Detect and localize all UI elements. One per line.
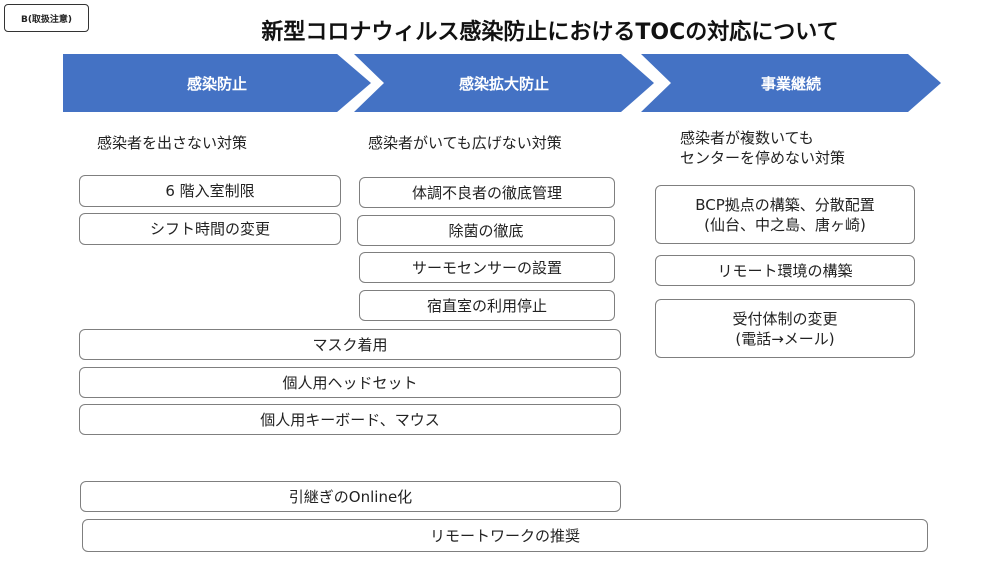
online-handover-box: 引継ぎのOnline化 [80,481,621,512]
measure-box: 宿直室の利用停止 [359,290,615,321]
arrow-spread-prevention: 感染拡大防止 [354,54,654,112]
measure-box: BCP拠点の構築、分散配置 (仙台、中之島、唐ヶ崎) [655,185,915,244]
column-subtitle: 感染者を出さない対策 [97,134,248,152]
confidential-tag: B(取扱注意) [4,4,89,32]
arrow-infection-prevention: 感染防止 [63,54,371,112]
measure-box: サーモセンサーの設置 [359,252,615,283]
measure-box: リモート環境の構築 [655,255,915,286]
shared-measure-box: 個人用キーボード、マウス [79,404,621,435]
measure-box: 受付体制の変更 (電話→メール) [655,299,915,358]
measure-box: 体調不良者の徹底管理 [359,177,615,208]
measure-box: 6 階入室制限 [79,175,341,207]
remote-work-box: リモートワークの推奨 [82,519,928,552]
page-title: 新型コロナウィルス感染防止におけるTOCの対応について [261,20,839,45]
arrow-label: 感染拡大防止 [458,74,549,93]
column-subtitle: 感染者がいても広げない対策 [368,134,562,152]
column-subtitle: 感染者が複数いても センターを停めない対策 [680,129,846,167]
arrow-business-continuity: 事業継続 [641,54,941,112]
arrow-label: 事業継続 [760,74,821,93]
shared-measure-box: 個人用ヘッドセット [79,367,621,398]
arrow-label: 感染防止 [186,74,247,93]
shared-measure-box: マスク着用 [79,329,621,360]
measure-box: 除菌の徹底 [357,215,615,246]
measure-box: シフト時間の変更 [79,213,341,245]
